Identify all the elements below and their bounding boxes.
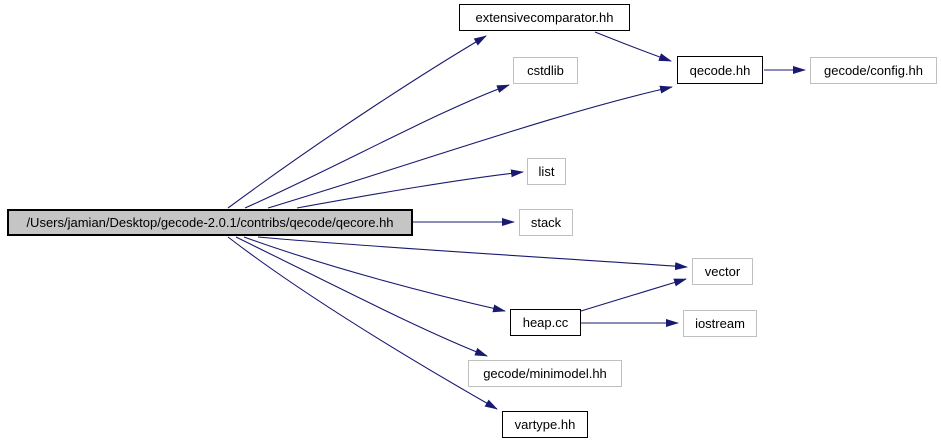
edge-qecore-to-vector xyxy=(257,236,688,271)
node-cstdlib: cstdlib xyxy=(513,57,578,84)
node-heap[interactable]: heap.cc xyxy=(510,309,581,336)
edge-qecore-to-extensivecomparator xyxy=(227,35,487,209)
node-qecore: /Users/jamian/Desktop/gecode-2.0.1/contr… xyxy=(7,209,413,236)
node-list: list xyxy=(527,158,566,185)
edge-qecore-to-cstdlib xyxy=(244,84,510,209)
node-iostream: iostream xyxy=(683,310,757,337)
node-vector: vector xyxy=(692,258,753,285)
edge-qecore-to-qecode xyxy=(267,85,673,209)
edge-qecore-to-vartype xyxy=(227,236,498,410)
node-gecode-minimodel: gecode/minimodel.hh xyxy=(468,360,622,387)
node-gecode-config: gecode/config.hh xyxy=(810,57,937,84)
edge-extensivecomparator-to-qecode xyxy=(594,31,672,62)
node-vartype[interactable]: vartype.hh xyxy=(502,411,588,438)
node-extensivecomparator[interactable]: extensivecomparator.hh xyxy=(459,4,630,31)
edge-qecore-to-list xyxy=(296,169,524,209)
node-stack: stack xyxy=(519,209,573,236)
edge-heap-to-vector xyxy=(580,278,687,312)
node-qecode[interactable]: qecode.hh xyxy=(677,56,763,84)
edge-qecore-to-heap xyxy=(243,236,506,313)
edge-qecore-to-minimodel xyxy=(235,236,488,357)
